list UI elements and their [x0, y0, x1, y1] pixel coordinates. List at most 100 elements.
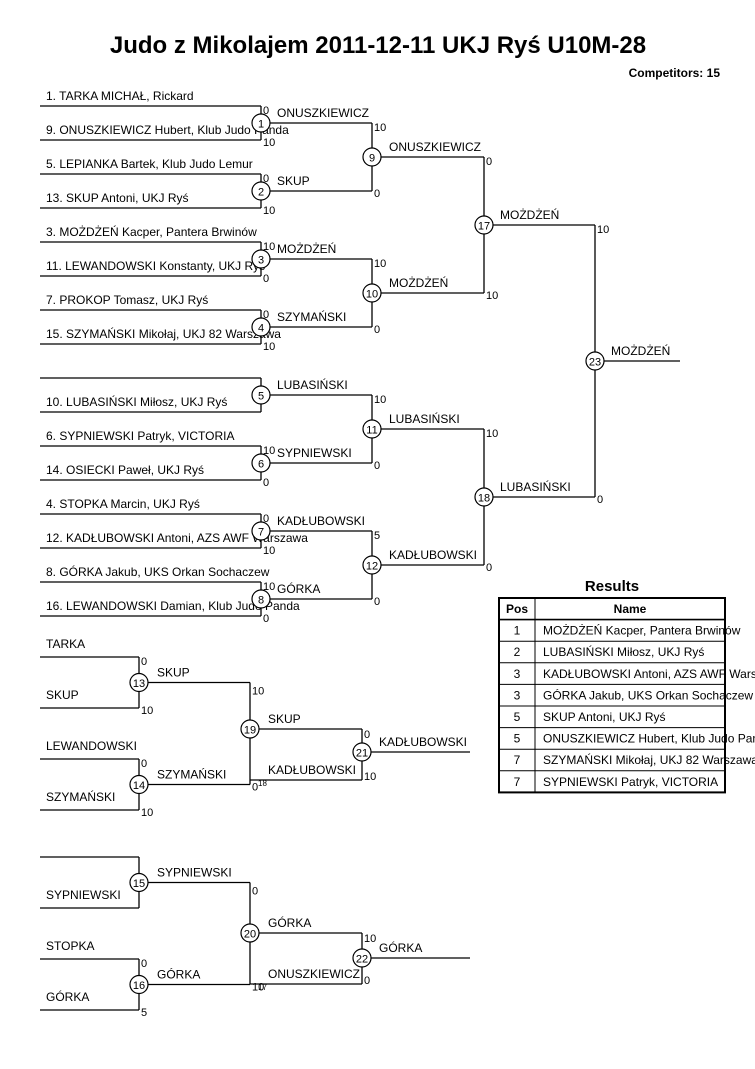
repechage-entry: SKUP	[46, 688, 79, 702]
match-number: 20	[244, 929, 256, 941]
match-score: 10	[364, 771, 376, 783]
results-header-pos: Pos	[506, 602, 528, 616]
match-score: 10	[263, 341, 275, 353]
results-pos: 2	[514, 645, 521, 659]
match-score: 10	[374, 258, 386, 270]
match-winner: ONUSZKIEWICZ	[389, 140, 481, 154]
match-circle	[352, 742, 372, 762]
match-winner: GÓRKA	[157, 967, 200, 982]
match-number: 5	[258, 391, 264, 403]
match-score: 5	[374, 530, 380, 542]
match-winner: SYPNIEWSKI	[277, 446, 352, 460]
results-name: SKUP Antoni, UKJ Ryś	[543, 710, 666, 724]
competitor-entry: 12. KADŁUBOWSKI Antoni, AZS AWF Warszawa	[46, 531, 308, 545]
results-header-name: Name	[614, 602, 647, 616]
match-number: 14	[133, 780, 145, 792]
match-score: 10	[141, 807, 153, 819]
match-circle	[129, 672, 149, 693]
repechage-entry: SZYMAŃSKI	[46, 789, 115, 804]
match-score: 10	[263, 241, 275, 253]
match-circle	[251, 181, 271, 201]
match-winner: LUBASIŃSKI	[277, 377, 348, 392]
match-circle	[251, 589, 271, 609]
match-circle	[129, 872, 149, 893]
match-score: 0	[374, 324, 380, 336]
match-winner: KADŁUBOWSKI	[389, 548, 477, 562]
match-score: 0	[141, 656, 147, 668]
results-name: MOŻDŻEŃ Kacper, Pantera Brwinów	[543, 623, 741, 638]
match-score: 10	[252, 686, 264, 698]
competitor-entry: 5. LEPIANKA Bartek, Klub Judo Lemur	[46, 157, 253, 171]
match-score: 0	[141, 958, 147, 970]
match-number: 15	[133, 878, 145, 890]
match-circle	[362, 555, 382, 575]
match-winner: GÓRKA	[277, 581, 320, 596]
match-winner: SZYMAŃSKI	[157, 767, 226, 782]
match-score: 10	[263, 137, 275, 149]
match-score: 10	[263, 581, 275, 593]
match-number: 16	[133, 980, 145, 992]
match-score: 10	[364, 933, 376, 945]
match-circle	[251, 521, 271, 541]
results-name: SYPNIEWSKI Patryk, VICTORIA	[543, 775, 718, 789]
results-pos: 1	[514, 624, 521, 638]
match-score: 0	[597, 494, 603, 506]
match-score: 5	[141, 1007, 147, 1019]
competitor-entry: 1. TARKA MICHAŁ, Rickard	[46, 89, 194, 103]
match-circle	[362, 147, 382, 167]
match-circle	[129, 774, 149, 795]
match-score: 0	[263, 477, 269, 489]
competitor-entry: 8. GÓRKA Jakub, UKS Orkan Sochaczew	[46, 564, 270, 579]
match-winner: SYPNIEWSKI	[157, 866, 232, 880]
match-score: 0	[263, 105, 269, 117]
results-pos: 3	[514, 667, 521, 681]
match-number: 21	[356, 748, 368, 760]
match-score: 0	[252, 782, 258, 794]
repechage-entry: TARKA	[46, 637, 85, 651]
crossover-name: ONUSZKIEWICZ	[268, 967, 360, 981]
match-number: 7	[258, 527, 264, 539]
match-score: 0	[364, 729, 370, 741]
repechage-entry: SYPNIEWSKI	[46, 888, 121, 902]
results-pos: 7	[514, 753, 521, 767]
match-winner: KADŁUBOWSKI	[379, 735, 467, 749]
match-circle	[362, 419, 382, 439]
match-winner: SKUP	[277, 174, 310, 188]
match-winner: SKUP	[157, 666, 190, 680]
competitor-entry: 11. LEWANDOWSKI Konstanty, UKJ Ryś	[46, 259, 265, 273]
results-name: GÓRKA Jakub, UKS Orkan Sochaczew	[543, 687, 753, 702]
match-score: 0	[263, 613, 269, 625]
match-score: 10	[263, 445, 275, 457]
match-circle	[129, 974, 149, 995]
match-score: 10	[486, 290, 498, 302]
match-circle	[251, 385, 271, 405]
match-winner: MOŻDŻEŃ	[277, 241, 336, 256]
match-winner: MOŻDŻEŃ	[500, 207, 559, 222]
results-pos: 5	[514, 710, 521, 724]
crossover-ref: 18	[258, 779, 267, 788]
results-name: ONUSZKIEWICZ Hubert, Klub Judo Panda	[543, 732, 755, 746]
match-score: 0	[374, 596, 380, 608]
match-winner: GÓRKA	[379, 940, 422, 955]
match-number: 4	[258, 323, 264, 335]
match-score: 10	[141, 705, 153, 717]
match-score: 0	[263, 273, 269, 285]
results-pos: 3	[514, 688, 521, 702]
match-score: 10	[263, 205, 275, 217]
page-title: Judo z Mikolajem 2011-12-11 UKJ Ryś U10M…	[110, 32, 646, 59]
match-circle	[474, 487, 494, 507]
match-score: 10	[374, 394, 386, 406]
match-winner: MOŻDŻEŃ	[389, 275, 448, 290]
match-winner: LUBASIŃSKI	[500, 479, 571, 494]
match-winner: ONUSZKIEWICZ	[277, 106, 369, 120]
match-circle	[251, 113, 271, 133]
match-score: 0	[263, 513, 269, 525]
match-score: 0	[486, 562, 492, 574]
match-winner: SZYMAŃSKI	[277, 309, 346, 324]
repechage-entry: GÓRKA	[46, 989, 89, 1004]
match-circle	[352, 948, 372, 968]
match-number: 9	[369, 153, 375, 165]
match-circle	[251, 249, 271, 269]
match-score: 0	[374, 460, 380, 472]
match-winner: LUBASIŃSKI	[389, 411, 460, 426]
